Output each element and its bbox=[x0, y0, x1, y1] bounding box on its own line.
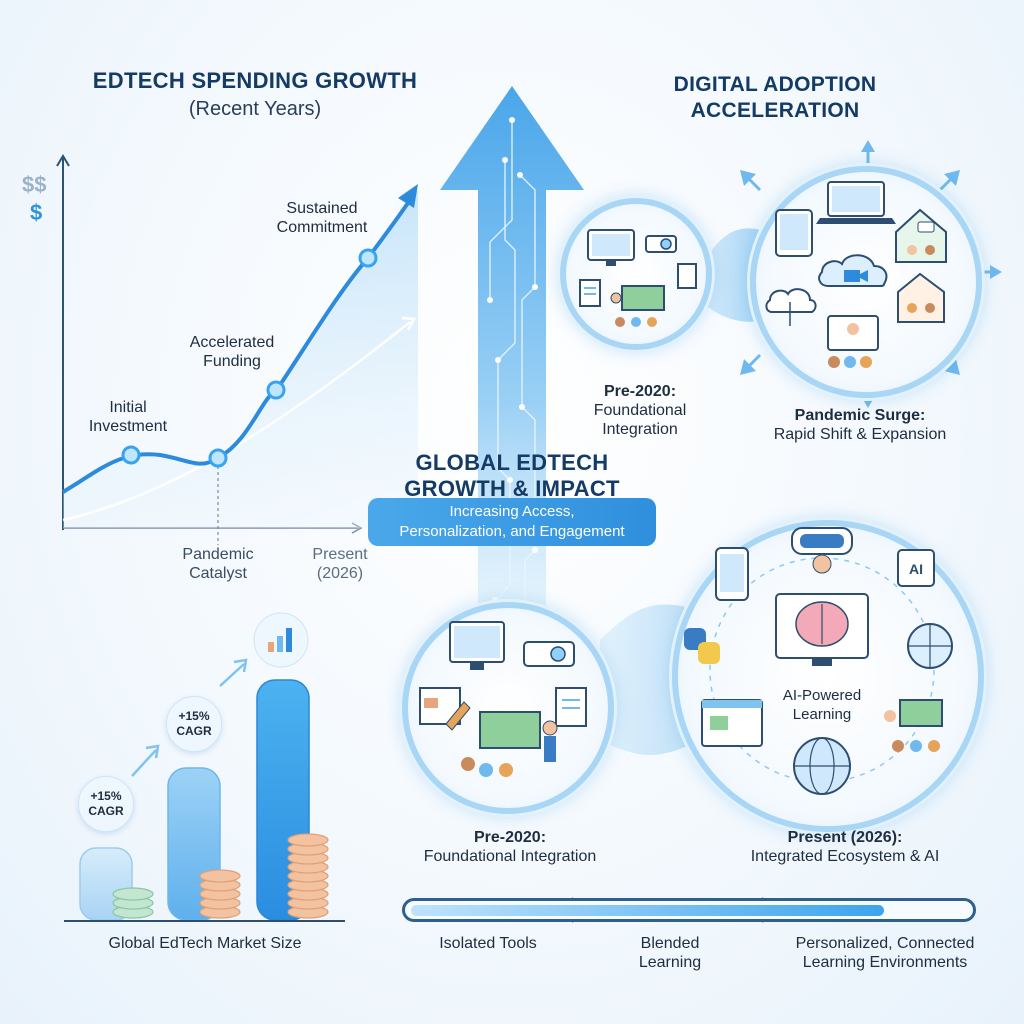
smartphone-icon bbox=[715, 547, 749, 601]
spending-chart-title: EDTECH SPENDING GROWTH bbox=[92, 68, 418, 93]
cagr-badge-1: +15% CAGR bbox=[78, 776, 134, 832]
cloud-sync-icon bbox=[765, 288, 817, 326]
learning-evolution-progress bbox=[402, 898, 976, 922]
milestone-dot-pandemic bbox=[208, 448, 228, 468]
center-tagline-pill: Increasing Access, Personalization, and … bbox=[368, 498, 656, 546]
cloud-video-icon bbox=[818, 254, 888, 287]
stage-blended-learning: Blended Learning bbox=[610, 934, 730, 972]
market-size-chart bbox=[64, 658, 345, 922]
foundational-integration-circle bbox=[402, 602, 614, 814]
pre2020-label: Pre-2020: Foundational Integration bbox=[560, 382, 720, 439]
globe-touch-icon bbox=[907, 623, 953, 669]
stage-personalized-line1: Personalized, Connected bbox=[795, 935, 975, 952]
milestone-dot-sustained bbox=[358, 248, 378, 268]
classroom-icon bbox=[610, 285, 665, 327]
laptop-icon bbox=[816, 181, 896, 224]
video-conference-icon bbox=[827, 315, 879, 368]
home-learning-icon bbox=[895, 208, 947, 263]
digital-adoption-title-line2: ACCELERATION bbox=[690, 99, 860, 122]
projector-icon bbox=[523, 641, 575, 667]
ai-chip-text: AI bbox=[909, 561, 923, 577]
cagr-badge-2: +15% CAGR bbox=[166, 696, 222, 752]
ai-chip-icon: AI bbox=[897, 549, 935, 587]
center-title-line1: GLOBAL EDTECH bbox=[415, 450, 609, 475]
document-icon bbox=[579, 263, 697, 307]
cagr-badge-2-value: +15% bbox=[178, 709, 210, 723]
bridge-connector-top bbox=[700, 228, 765, 322]
currency-icon: $$ bbox=[22, 172, 47, 197]
bar-chart-icon bbox=[253, 612, 309, 668]
monitor-icon bbox=[449, 621, 505, 670]
x-label-present: Present (2026) bbox=[312, 546, 368, 582]
milestone-label-accelerated: Accelerated Funding bbox=[189, 334, 275, 370]
pre2020-label-line2: Foundational bbox=[593, 402, 687, 419]
milestone-label-sustained: Sustained Commitment bbox=[276, 200, 368, 236]
pandemic-label-line2: Rapid Shift & Expansion bbox=[773, 426, 947, 443]
web-page-icon bbox=[419, 687, 471, 731]
pandemic-label-bold: Pandemic Surge: bbox=[794, 407, 926, 424]
stage-blended-line1: Blended bbox=[640, 935, 700, 952]
center-title-line2: GROWTH & IMPACT bbox=[404, 476, 620, 501]
vr-headset-icon bbox=[791, 527, 853, 574]
tablet-icon bbox=[775, 209, 813, 257]
ecosystem-present-text: Integrated Ecosystem & AI bbox=[750, 848, 940, 865]
stage-personalized-line2: Learning Environments bbox=[802, 954, 968, 971]
spending-growth-chart bbox=[56, 154, 418, 545]
web-app-icon bbox=[701, 699, 763, 747]
center-title: GLOBAL EDTECH GROWTH & IMPACT bbox=[330, 450, 694, 502]
ecosystem-present-bold: Present (2026): bbox=[787, 829, 903, 846]
cagr-badge-1-label: CAGR bbox=[88, 804, 124, 818]
pandemic-surge-label: Pandemic Surge: Rapid Shift & Expansion bbox=[740, 406, 980, 444]
teacher-class-icon bbox=[884, 699, 943, 752]
milestone-dot-accelerated bbox=[266, 380, 286, 400]
pre2020-circle bbox=[560, 198, 712, 350]
currency-icon-small: $ bbox=[30, 200, 43, 225]
stage-personalized-environments: Personalized, Connected Learning Environ… bbox=[760, 934, 1010, 972]
ai-brain-monitor-icon bbox=[775, 593, 869, 666]
ecosystem-pre2020-label: Pre-2020: Foundational Integration bbox=[400, 828, 620, 866]
pandemic-surge-circle bbox=[750, 166, 982, 398]
expansion-arrows-icon bbox=[740, 140, 1002, 408]
spending-chart-subtitle: (Recent Years) bbox=[188, 98, 322, 120]
tagline-line2: Personalization, and Engagement bbox=[399, 523, 625, 540]
digital-adoption-title-line1: DIGITAL ADOPTION bbox=[673, 73, 877, 96]
ai-powered-label: AI-Powered Learning bbox=[766, 686, 878, 724]
tagline-line1: Increasing Access, bbox=[449, 503, 575, 520]
ai-powered-label-line1: AI-Powered bbox=[782, 687, 862, 704]
ecosystem-present-label: Present (2026): Integrated Ecosystem & A… bbox=[700, 828, 990, 866]
digital-adoption-title: DIGITAL ADOPTION ACCELERATION bbox=[630, 72, 920, 124]
stage-blended-line2: Learning bbox=[638, 954, 702, 971]
growth-arrow-icon bbox=[440, 86, 584, 720]
market-size-caption: Global EdTech Market Size bbox=[108, 935, 302, 952]
home-family-icon bbox=[897, 272, 945, 323]
ecosystem-pre2020-bold: Pre-2020: bbox=[473, 829, 547, 846]
projector-icon bbox=[645, 235, 677, 253]
pre2020-label-line3: Integration bbox=[602, 421, 678, 438]
cagr-badge-2-label: CAGR bbox=[176, 724, 212, 738]
ai-ecosystem-circle: AI AI- bbox=[672, 520, 984, 832]
milestone-label-initial: Initial Investment bbox=[88, 399, 168, 435]
x-label-pandemic: Pandemic Catalyst bbox=[182, 546, 254, 582]
ai-powered-label-line2: Learning bbox=[792, 706, 852, 723]
milestone-dot-initial bbox=[121, 445, 141, 465]
classroom-teacher-icon bbox=[461, 711, 558, 777]
cagr-badge-1-value: +15% bbox=[90, 789, 122, 803]
progress-fill bbox=[411, 905, 884, 916]
monitor-icon bbox=[587, 229, 635, 266]
document-icon bbox=[555, 687, 587, 727]
stage-isolated-tools: Isolated Tools bbox=[439, 935, 537, 952]
pre2020-label-bold: Pre-2020: bbox=[603, 383, 677, 400]
python-icon bbox=[684, 628, 720, 664]
ecosystem-pre2020-text: Foundational Integration bbox=[423, 848, 597, 865]
globe-icon bbox=[793, 737, 851, 795]
